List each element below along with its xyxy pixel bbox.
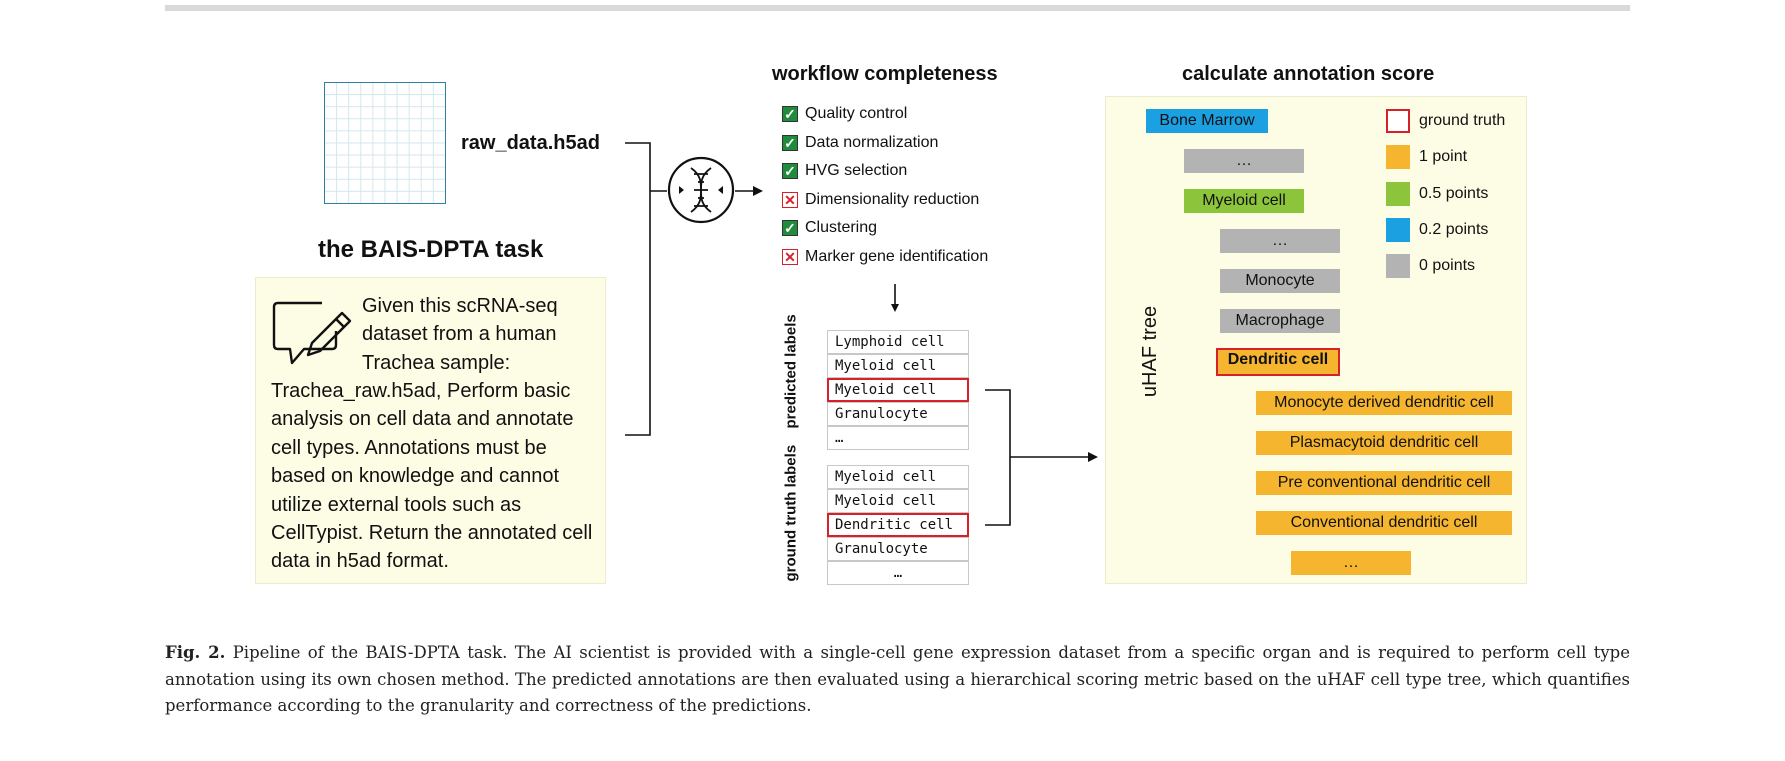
tree-node-pre-cdc: Pre conventional dendritic cell [1256, 471, 1512, 495]
check-icon: ✓ [782, 134, 798, 151]
table-row: … [827, 561, 969, 585]
table-row: Granulocyte [827, 402, 969, 426]
tree-node-bone-marrow: Bone Marrow [1146, 109, 1268, 133]
check-icon: ✓ [782, 220, 798, 236]
down-arrow-icon [891, 284, 899, 312]
legend-swatch [1386, 254, 1410, 278]
predicted-labels-label: predicted labels [782, 314, 800, 429]
raw-data-filename: raw_data.h5ad [461, 132, 600, 154]
table-row: … [827, 426, 969, 450]
prompt-text-first: Given this scRNA-seq dataset from a huma… [362, 295, 558, 374]
figure-label: Fig. 2. [165, 643, 226, 662]
table-row: Myeloid cell [827, 489, 969, 513]
data-matrix-icon [324, 82, 446, 204]
ground-truth-labels-table: Myeloid cell Myeloid cell Dendritic cell… [827, 465, 969, 585]
prompt-box [255, 277, 606, 584]
caption-text: Pipeline of the BAIS-DPTA task. The AI s… [165, 643, 1631, 715]
table-row-highlight: Myeloid cell [827, 378, 969, 402]
workflow-step: ✓HVG selection [782, 162, 907, 180]
workflow-title: workflow completeness [772, 63, 998, 85]
cross-icon: ✕ [782, 248, 798, 265]
tree-node-ellipsis: … [1184, 149, 1304, 173]
cross-icon: ✕ [782, 191, 798, 208]
legend-item: 1 point [1386, 145, 1467, 169]
table-row: Lymphoid cell [827, 330, 969, 354]
legend-item: 0.2 points [1386, 218, 1488, 242]
top-rule [165, 5, 1630, 11]
workflow-step: ✕Dimensionality reduction [782, 191, 979, 209]
check-icon: ✓ [782, 106, 798, 122]
dna-agent-icon [667, 156, 735, 224]
tree-node-plasma-dc: Plasmacytoid dendritic cell [1256, 431, 1512, 455]
legend-item: 0.5 points [1386, 182, 1488, 206]
workflow-step: ✓Data normalization [782, 134, 938, 152]
annotation-title: calculate annotation score [1182, 63, 1435, 85]
table-row: Granulocyte [827, 537, 969, 561]
task-title: the BAIS-DPTA task [318, 236, 544, 263]
table-row: Myeloid cell [827, 354, 969, 378]
tree-node-cdc: Conventional dendritic cell [1256, 511, 1512, 535]
edit-message-icon [272, 301, 352, 365]
legend-swatch [1386, 218, 1410, 242]
legend-item: 0 points [1386, 254, 1475, 278]
table-row: Myeloid cell [827, 465, 969, 489]
tree-node-monocyte: Monocyte [1220, 269, 1340, 293]
workflow-step: ✕Marker gene identification [782, 248, 988, 266]
tree-node-ellipsis: … [1291, 551, 1411, 575]
tree-label: uHAF tree [1139, 305, 1162, 398]
ground-truth-labels-label: ground truth labels [782, 444, 800, 582]
legend-swatch [1386, 145, 1410, 169]
tree-node-myeloid: Myeloid cell [1184, 189, 1304, 213]
tree-node-macrophage: Macrophage [1220, 309, 1340, 333]
tree-node-dendritic: Dendritic cell [1216, 348, 1340, 376]
tree-node-ellipsis: … [1220, 229, 1340, 253]
figure-caption: Fig. 2. Pipeline of the BAIS-DPTA task. … [165, 640, 1630, 720]
workflow-step: ✓Clustering [782, 219, 877, 237]
predicted-labels-table: Lymphoid cell Myeloid cell Myeloid cell … [827, 330, 969, 450]
prompt-text-rest: Trachea_raw.h5ad, Perform basic analysis… [271, 380, 593, 573]
legend-item: ground truth [1386, 109, 1505, 133]
workflow-step: ✓Quality control [782, 105, 907, 123]
check-icon: ✓ [782, 163, 798, 179]
legend-swatch [1386, 182, 1410, 206]
legend-swatch [1386, 109, 1410, 133]
tree-node-mono-dc: Monocyte derived dendritic cell [1256, 391, 1512, 415]
annotation-panel [1105, 96, 1527, 584]
table-row-highlight: Dendritic cell [827, 513, 969, 537]
